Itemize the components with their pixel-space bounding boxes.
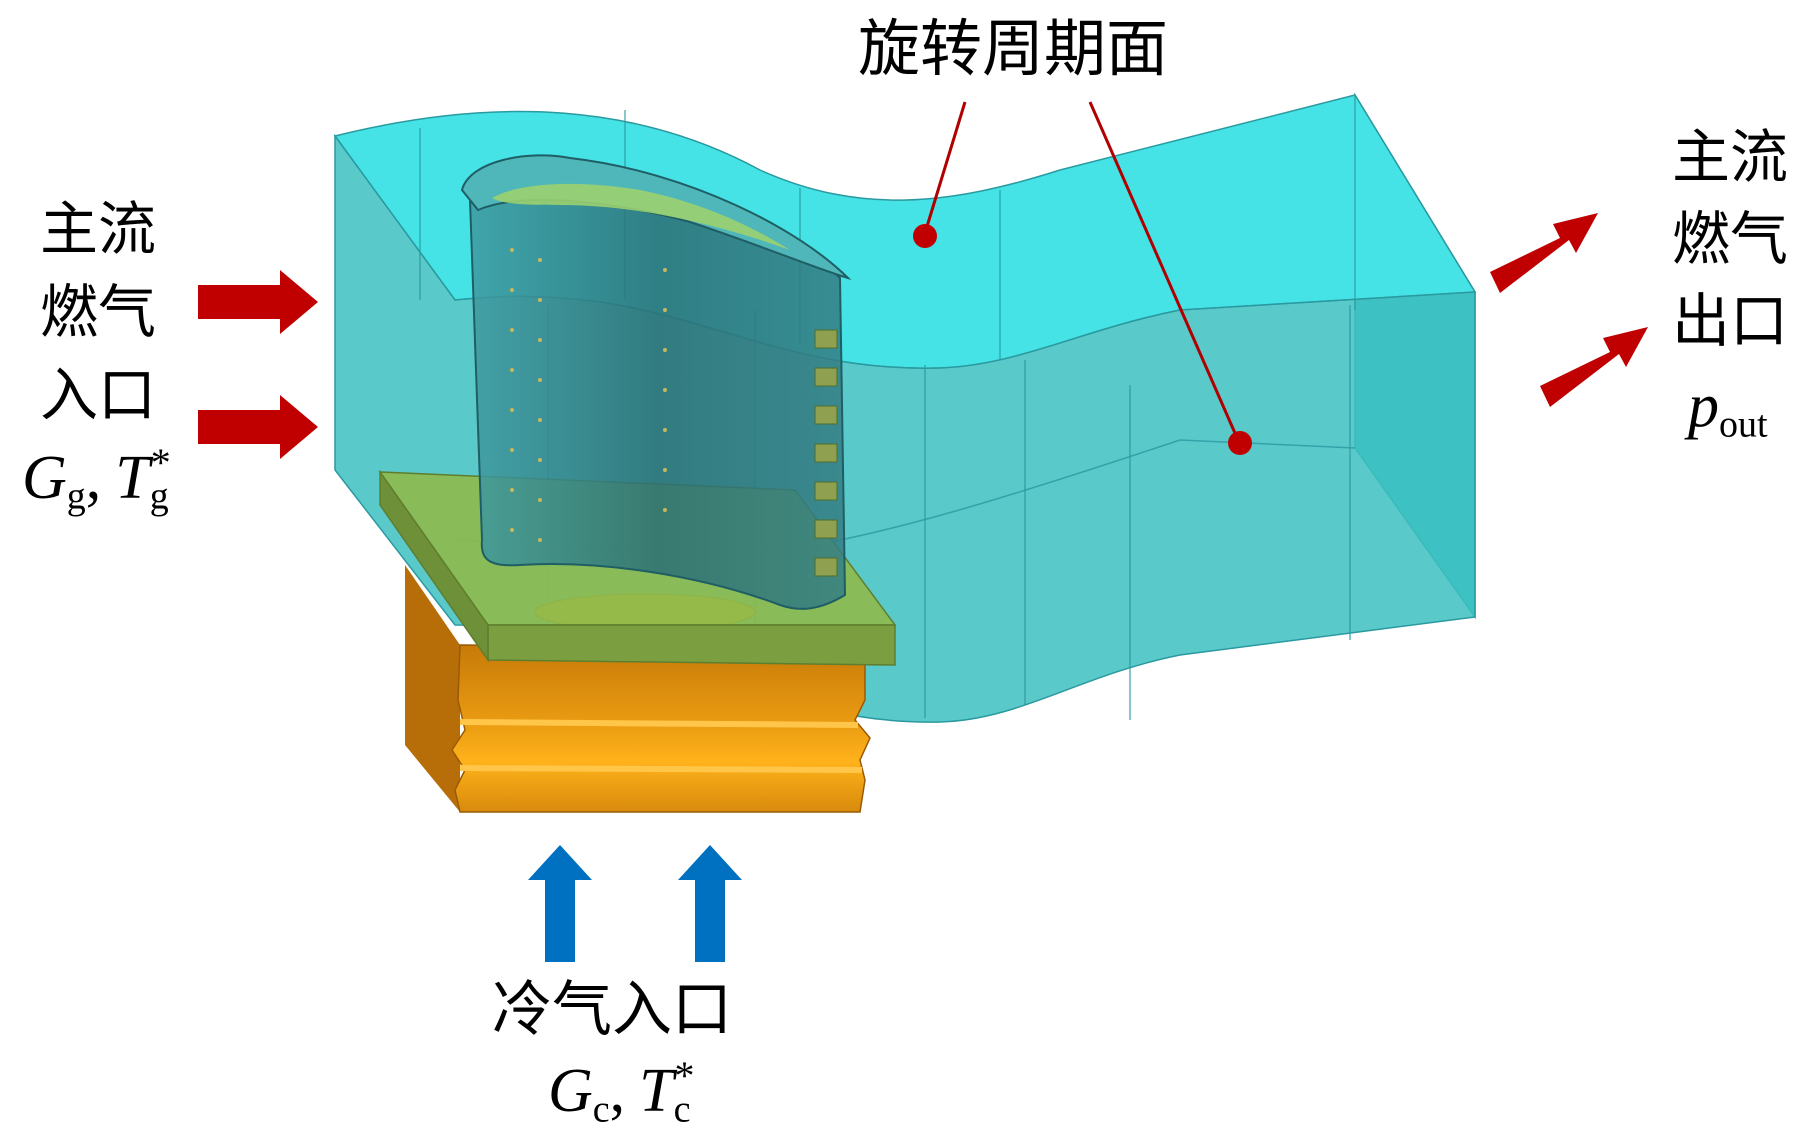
- trailing-edge-slots: [814, 329, 838, 577]
- leader-line-upper: [923, 101, 967, 234]
- outlet-variables: pout: [1688, 372, 1768, 446]
- film-cooling-holes: [510, 248, 667, 542]
- leader-line-lower: [1088, 101, 1240, 441]
- platform-side: [379, 469, 489, 663]
- outlet-label-line1: 主流: [1672, 123, 1789, 191]
- inlet-label-line3: 入口: [40, 361, 157, 429]
- mainstream-outlet-arrows: [1490, 213, 1648, 407]
- inlet-variables: Gg,Tg*: [22, 440, 171, 518]
- outlet-label-line2: 燃气: [1672, 205, 1789, 273]
- inlet-label-line1: 主流: [40, 195, 157, 263]
- up-right-arrow-icon: [1490, 213, 1598, 293]
- mainstream-inlet-arrows: [198, 270, 318, 459]
- blade-tip-inner: [492, 183, 790, 250]
- right-arrow-icon: [198, 270, 318, 334]
- periodic-face-label: 旋转周期面: [858, 12, 1169, 85]
- coolant-variables: Gc,Tc*: [548, 1053, 695, 1131]
- coolant-inlet-label: 冷气入口: [492, 975, 732, 1045]
- blade-root-front: [451, 644, 871, 813]
- up-right-arrow-icon: [1540, 327, 1648, 407]
- leader-dot-lower: [1228, 431, 1252, 455]
- blade-root-ridge: [459, 719, 859, 728]
- blade-airfoil: [460, 154, 852, 610]
- outlet-label-line3: 出口: [1672, 287, 1789, 355]
- leader-dot-upper: [913, 224, 937, 248]
- up-arrow-icon: [678, 845, 742, 962]
- inlet-label-line2: 燃气: [40, 278, 157, 346]
- right-arrow-icon: [198, 395, 318, 459]
- leader-lines: [913, 101, 1252, 455]
- blade-root-side: [405, 565, 460, 812]
- coolant-inlet-arrows: [528, 845, 742, 962]
- up-arrow-icon: [528, 845, 592, 962]
- platform-front: [487, 624, 896, 666]
- blade-root-ridge: [459, 765, 863, 773]
